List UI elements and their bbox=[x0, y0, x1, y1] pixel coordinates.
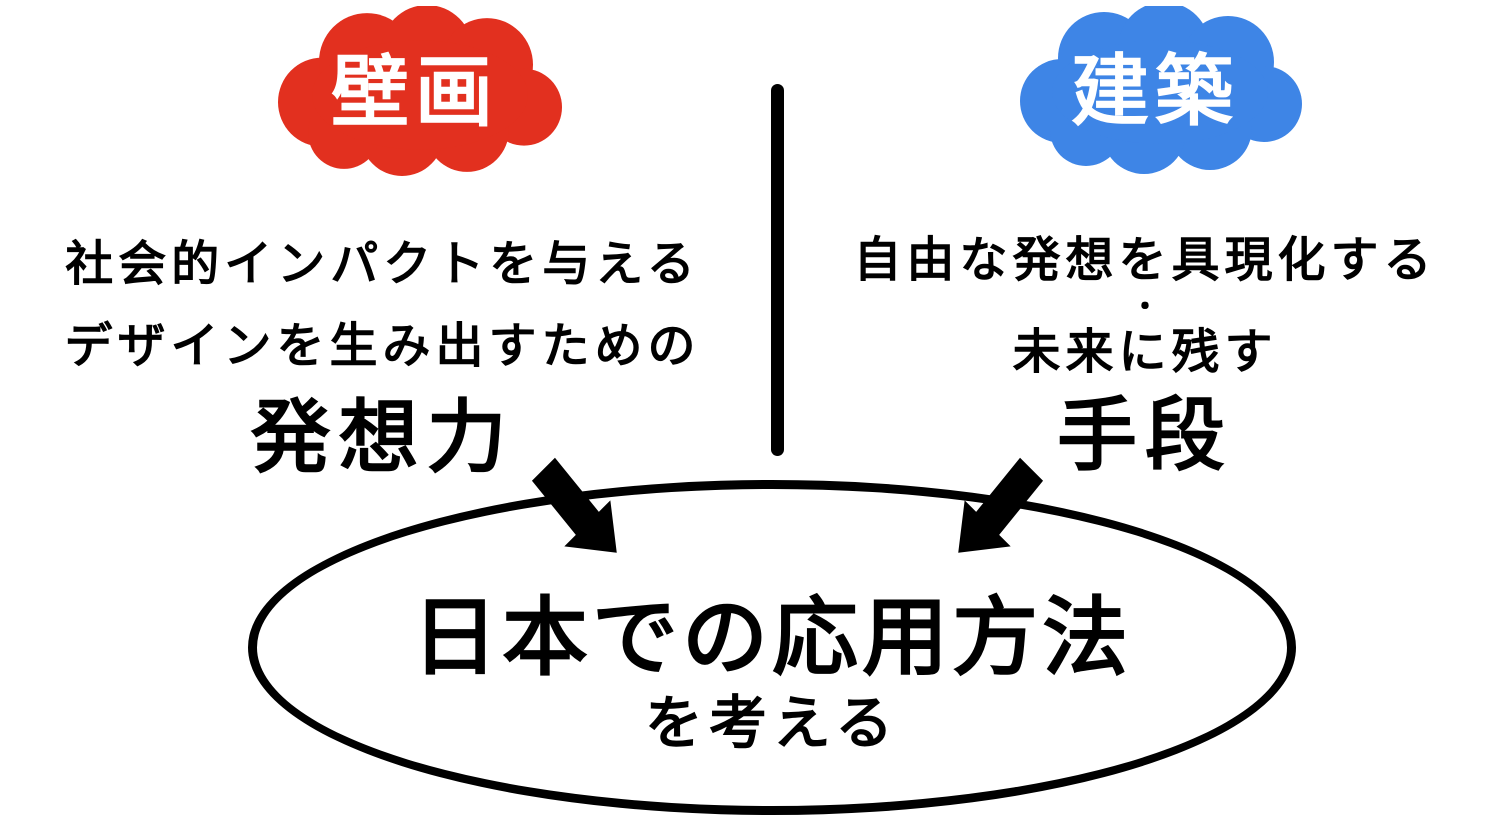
vertical-divider bbox=[771, 84, 784, 456]
mural-keyword: 発想力 bbox=[250, 393, 515, 482]
mural-badge-label: 壁画 bbox=[330, 48, 499, 136]
architecture-separator-dot: ・ bbox=[1130, 291, 1160, 324]
architecture-badge-label: 建築 bbox=[1070, 47, 1239, 135]
architecture-badge: 建築 bbox=[992, 6, 1312, 176]
architecture-keyword: 手段 bbox=[1057, 391, 1233, 480]
left-down-right-arrow-icon bbox=[518, 454, 630, 566]
mural-description-line-2: デザインを生み出すための bbox=[64, 320, 701, 373]
architecture-description: 自由な発想を具現化する ・ 未来に残す 手段 bbox=[800, 230, 1488, 480]
red-blob-icon bbox=[278, 6, 562, 176]
mural-description: 社会的インパクトを与える デザインを生み出すための 発想力 bbox=[10, 224, 755, 482]
mural-description-line-1: 社会的インパクトを与える bbox=[65, 238, 700, 291]
right-down-left-arrow-icon bbox=[945, 454, 1057, 566]
conclusion-subtitle: を考える bbox=[644, 690, 900, 756]
architecture-description-line-2: 未来に残す bbox=[1012, 326, 1278, 379]
architecture-description-line-1: 自由な発想を具現化する bbox=[853, 234, 1437, 287]
conclusion-ellipse: 日本での応用方法 を考える bbox=[248, 480, 1296, 815]
blue-blob-icon bbox=[1020, 6, 1302, 174]
conclusion-title: 日本での応用方法 bbox=[412, 589, 1132, 686]
mural-badge: 壁画 bbox=[252, 6, 572, 178]
